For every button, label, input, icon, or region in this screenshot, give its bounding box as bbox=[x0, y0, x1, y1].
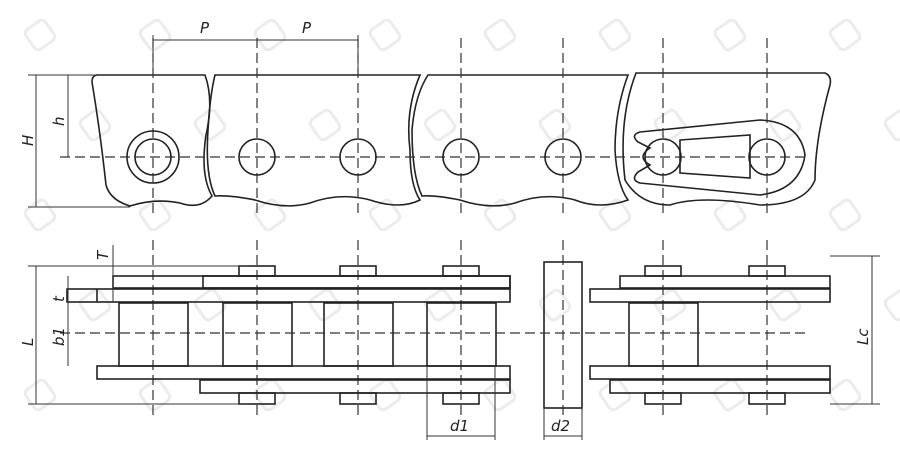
watermark-logo-icon bbox=[368, 378, 402, 412]
watermark-logo-icon bbox=[538, 108, 572, 142]
outer-plate-bottom bbox=[199, 379, 511, 394]
inner-plate-bottom bbox=[96, 365, 511, 380]
label-h: h bbox=[50, 116, 68, 126]
label-H: H bbox=[19, 135, 37, 146]
watermark-logo-icon bbox=[828, 378, 862, 412]
offset-slot bbox=[633, 119, 806, 196]
chain-side-view: L b1 t T Lc d1 d2 bbox=[19, 240, 880, 440]
watermark-logo-icon bbox=[138, 198, 172, 232]
label-t: t bbox=[50, 295, 68, 302]
outer-plate-top-1 bbox=[112, 275, 511, 289]
watermark-logo-icon bbox=[253, 18, 287, 52]
watermark-logo-icon bbox=[308, 108, 342, 142]
watermark-logo-icon bbox=[883, 108, 900, 142]
watermark-logo-icon bbox=[828, 18, 862, 52]
watermark-logo-icon bbox=[138, 18, 172, 52]
watermark-logo-icon bbox=[538, 288, 572, 322]
link-plate-1 bbox=[91, 74, 213, 207]
pin-hole bbox=[442, 138, 480, 176]
watermark-logo-icon bbox=[598, 378, 632, 412]
roller bbox=[426, 302, 497, 367]
pin-hole bbox=[748, 138, 786, 176]
watermark-layer bbox=[23, 18, 900, 412]
watermark-logo-icon bbox=[828, 198, 862, 232]
label-Lc: Lc bbox=[854, 328, 872, 345]
label-L: L bbox=[19, 338, 37, 346]
roller bbox=[323, 302, 394, 367]
label-d2: d2 bbox=[551, 417, 570, 435]
roller bbox=[118, 302, 189, 367]
offset-plate-bottom bbox=[589, 365, 831, 380]
watermark-logo-icon bbox=[193, 108, 227, 142]
watermark-logo-icon bbox=[368, 18, 402, 52]
pin-hole bbox=[238, 138, 276, 176]
watermark-logo-icon bbox=[483, 18, 517, 52]
link-plate-4 bbox=[622, 72, 832, 206]
watermark-logo-icon bbox=[23, 198, 57, 232]
label-p-2: P bbox=[302, 19, 312, 37]
inner-plate-top bbox=[66, 288, 511, 303]
watermark-logo-icon bbox=[423, 108, 457, 142]
label-p-1: P bbox=[200, 19, 210, 37]
link-plate-2 bbox=[206, 74, 422, 207]
pin-hole bbox=[544, 138, 582, 176]
pins-top bbox=[134, 38, 786, 218]
watermark-logo-icon bbox=[23, 18, 57, 52]
rollers bbox=[118, 302, 699, 367]
watermark-logo-icon bbox=[768, 288, 802, 322]
pins-side bbox=[152, 240, 786, 418]
watermark-logo-icon bbox=[138, 378, 172, 412]
watermark-logo-icon bbox=[598, 18, 632, 52]
pin-hole bbox=[339, 138, 377, 176]
watermark-logo-icon bbox=[308, 288, 342, 322]
connecting-pin bbox=[543, 261, 583, 409]
watermark-logo-icon bbox=[653, 108, 687, 142]
chain-top-view: P P H h bbox=[19, 19, 832, 218]
pin-hole bbox=[644, 138, 682, 176]
pin-outer-ring bbox=[126, 130, 180, 184]
watermark-logo-icon bbox=[768, 108, 802, 142]
link-plate-3 bbox=[411, 74, 630, 207]
watermark-logo-icon bbox=[713, 198, 747, 232]
offset-plate-top bbox=[619, 275, 831, 289]
watermark-logo-icon bbox=[253, 378, 287, 412]
watermark-logo-icon bbox=[713, 18, 747, 52]
watermark-logo-icon bbox=[78, 288, 112, 322]
pin-hole bbox=[134, 138, 172, 176]
watermark-logo-icon bbox=[193, 288, 227, 322]
watermark-logo-icon bbox=[368, 198, 402, 232]
watermark-logo-icon bbox=[423, 288, 457, 322]
label-d1: d1 bbox=[450, 417, 469, 435]
watermark-logo-icon bbox=[23, 378, 57, 412]
roller bbox=[222, 302, 293, 367]
watermark-logo-icon bbox=[653, 288, 687, 322]
label-T: T bbox=[94, 249, 112, 260]
offset-plate-top-inner bbox=[589, 288, 831, 303]
outer-plate-top-2 bbox=[202, 275, 511, 289]
roller bbox=[628, 302, 699, 367]
watermark-logo-icon bbox=[78, 108, 112, 142]
watermark-logo-icon bbox=[483, 378, 517, 412]
watermark-logo-icon bbox=[253, 198, 287, 232]
offset-plate-bottom-outer bbox=[609, 379, 831, 394]
watermark-logo-icon bbox=[713, 378, 747, 412]
label-b1: b1 bbox=[50, 327, 68, 346]
watermark-logo-icon bbox=[883, 288, 900, 322]
